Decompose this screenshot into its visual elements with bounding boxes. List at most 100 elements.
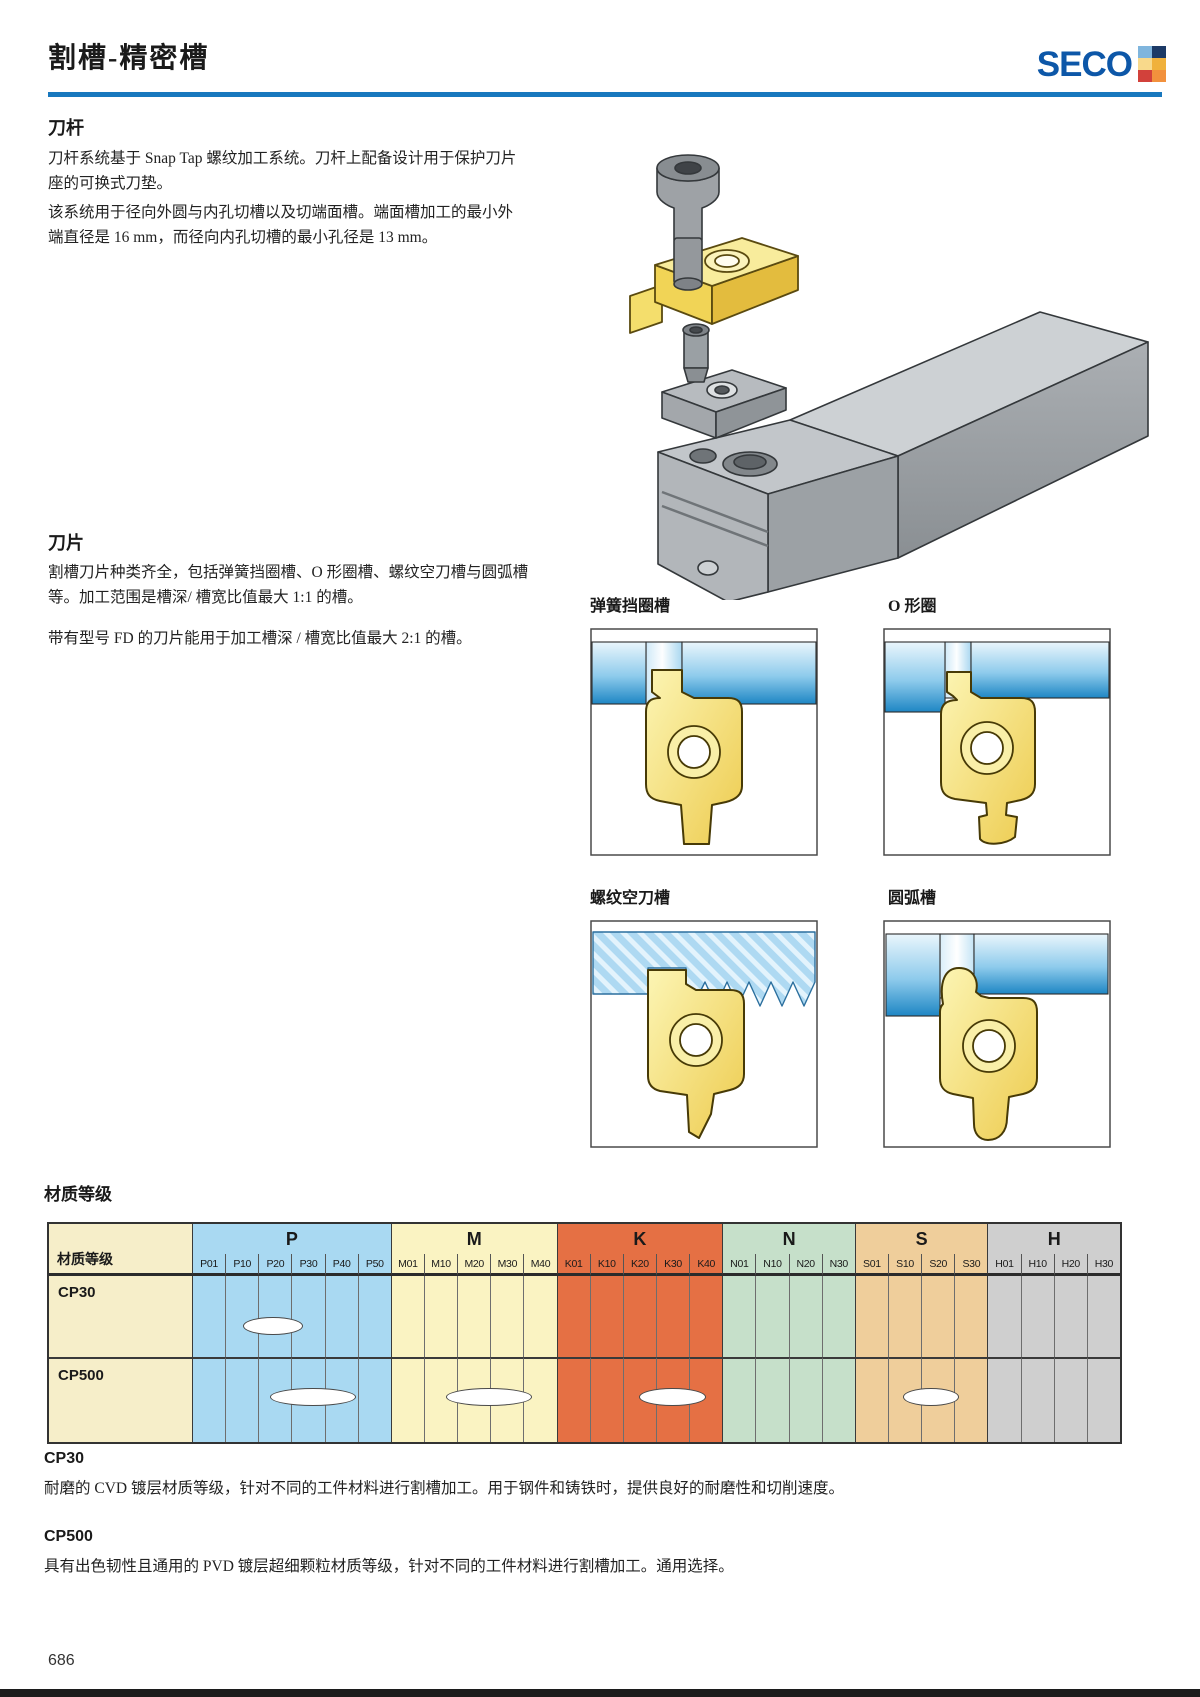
grade-body-cell	[225, 1276, 259, 1357]
panel-oring-illustration	[883, 628, 1111, 856]
grade-group-header: N	[722, 1224, 855, 1254]
grade-subcolumn-header: M01	[390, 1254, 424, 1276]
grade-body-cell	[192, 1357, 226, 1442]
grade-subcolumn-header: M30	[490, 1254, 524, 1276]
grade-body-cell	[821, 1276, 855, 1357]
grade-body-cell	[622, 1276, 656, 1357]
grade-body-cell	[258, 1357, 292, 1442]
grade-subcolumn-header: H01	[987, 1254, 1021, 1276]
note-cp500-text: 具有出色韧性且通用的 PVD 镀层超细颗粒材质等级，针对不同的工件材料进行割槽加…	[44, 1558, 734, 1575]
grade-body-cell	[854, 1276, 888, 1357]
grade-body-cell	[689, 1357, 723, 1442]
note-cp30-heading: CP30	[44, 1450, 85, 1467]
page-number: 686	[48, 1652, 75, 1669]
grade-subcolumn-header: H30	[1086, 1254, 1120, 1276]
note-cp30-text: 耐磨的 CVD 镀层材质等级，针对不同的工件材料进行割槽加工。用于钢件和铸铁时，…	[44, 1480, 844, 1497]
grade-body-cell	[655, 1276, 690, 1357]
grade-group-header: H	[987, 1224, 1120, 1254]
grade-subcolumn-header: S01	[854, 1254, 888, 1276]
grade-body-cell	[291, 1357, 325, 1442]
grade-group-header: P	[192, 1224, 391, 1254]
grade-body-cell	[1020, 1357, 1054, 1442]
grade-subcolumn-header: K01	[556, 1254, 590, 1276]
grade-subcolumn-header: P10	[225, 1254, 259, 1276]
grade-body-cell	[589, 1357, 623, 1442]
grade-subcolumn-header: S30	[954, 1254, 988, 1276]
grade-body-cell	[954, 1357, 988, 1442]
logo-square	[1152, 70, 1166, 82]
grade-subcolumn-header: S20	[921, 1254, 955, 1276]
grade-body-cell	[390, 1357, 424, 1442]
grade-body-cell	[589, 1276, 623, 1357]
grade-body-cell	[523, 1276, 557, 1357]
grade-body-cell	[291, 1276, 325, 1357]
toolholder-para-2: 该系统用于径向外圆与内孔切槽以及切端面槽。端面槽加工的最小外端直径是 16 mm…	[48, 204, 514, 246]
inserts-heading: 刀片	[48, 533, 84, 553]
grade-body-cell	[324, 1357, 358, 1442]
grade-body-cell	[788, 1357, 822, 1442]
inserts-para-2: 带有型号 FD 的刀片能用于加工槽深 / 槽宽比值最大 2:1 的槽。	[48, 630, 472, 647]
header-rule	[48, 92, 1162, 97]
grade-body-cell	[523, 1357, 557, 1442]
logo-square	[1138, 46, 1152, 58]
grade-body-cell	[954, 1276, 988, 1357]
grades-heading: 材质等级	[44, 1185, 112, 1204]
grade-body-cell	[987, 1357, 1021, 1442]
grade-body-cell	[887, 1276, 922, 1357]
grade-subcolumn-header: N30	[821, 1254, 855, 1276]
grade-subcolumn-header: N01	[722, 1254, 756, 1276]
bottom-bar	[0, 1689, 1200, 1697]
grade-subcolumn-header: P20	[258, 1254, 292, 1276]
grade-body-cell	[1053, 1357, 1087, 1442]
toolholder-para-1: 刀杆系统基于 Snap Tap 螺纹加工系统。刀杆上配备设计用于保护刀片座的可换…	[48, 150, 517, 192]
grade-row-label: CP30	[49, 1276, 192, 1357]
page-title: 割槽-精密槽	[48, 43, 210, 74]
grade-body-cell	[490, 1357, 524, 1442]
grade-body-cell	[1086, 1357, 1120, 1442]
panel-arc-groove-illustration	[883, 920, 1111, 1148]
toolholder-heading: 刀杆	[48, 118, 84, 138]
grade-body-cell	[192, 1276, 226, 1357]
logo-square	[1152, 46, 1166, 58]
panel-label-circlip: 弹簧挡圈槽	[590, 598, 671, 615]
seco-logo: SECO	[1020, 44, 1166, 84]
grade-body-cell	[457, 1357, 491, 1442]
grade-body-cell	[987, 1276, 1021, 1357]
logo-square	[1152, 58, 1166, 70]
grade-body-cell	[722, 1357, 756, 1442]
grade-body-cell	[357, 1357, 391, 1442]
panel-label-arc-groove: 圆弧槽	[888, 890, 937, 907]
grade-body-cell	[324, 1276, 358, 1357]
grade-body-cell	[821, 1357, 855, 1442]
grade-body-cell	[622, 1357, 656, 1442]
grades-table-corner-label: 材质等级	[49, 1224, 192, 1276]
grade-body-cell	[655, 1357, 690, 1442]
grade-subcolumn-header: P30	[291, 1254, 325, 1276]
grade-body-cell	[854, 1357, 888, 1442]
grade-body-cell	[258, 1276, 292, 1357]
panel-label-thread-relief: 螺纹空刀槽	[590, 890, 671, 907]
grade-subcolumn-header: M10	[423, 1254, 458, 1276]
grade-group-header: S	[854, 1224, 988, 1254]
grade-subcolumn-header: P50	[357, 1254, 391, 1276]
grade-body-cell	[556, 1276, 590, 1357]
grade-subcolumn-header: N20	[788, 1254, 822, 1276]
grade-body-cell	[689, 1276, 723, 1357]
grade-body-cell	[357, 1276, 391, 1357]
grade-body-cell	[423, 1276, 458, 1357]
panel-thread-relief-illustration	[590, 920, 818, 1148]
grade-subcolumn-header: P40	[324, 1254, 358, 1276]
grade-subcolumn-header: P01	[192, 1254, 226, 1276]
grade-body-cell	[225, 1357, 259, 1442]
note-cp500-heading: CP500	[44, 1528, 93, 1545]
grade-body-cell	[722, 1276, 756, 1357]
grade-body-cell	[423, 1357, 458, 1442]
panel-label-oring: O 形圈	[888, 598, 937, 615]
grade-body-cell	[1086, 1276, 1120, 1357]
grade-group-header: M	[390, 1224, 557, 1254]
grade-body-cell	[556, 1357, 590, 1442]
toolholder-exploded-illustration	[600, 140, 1160, 600]
grade-body-cell	[921, 1357, 955, 1442]
grade-body-cell	[390, 1276, 424, 1357]
